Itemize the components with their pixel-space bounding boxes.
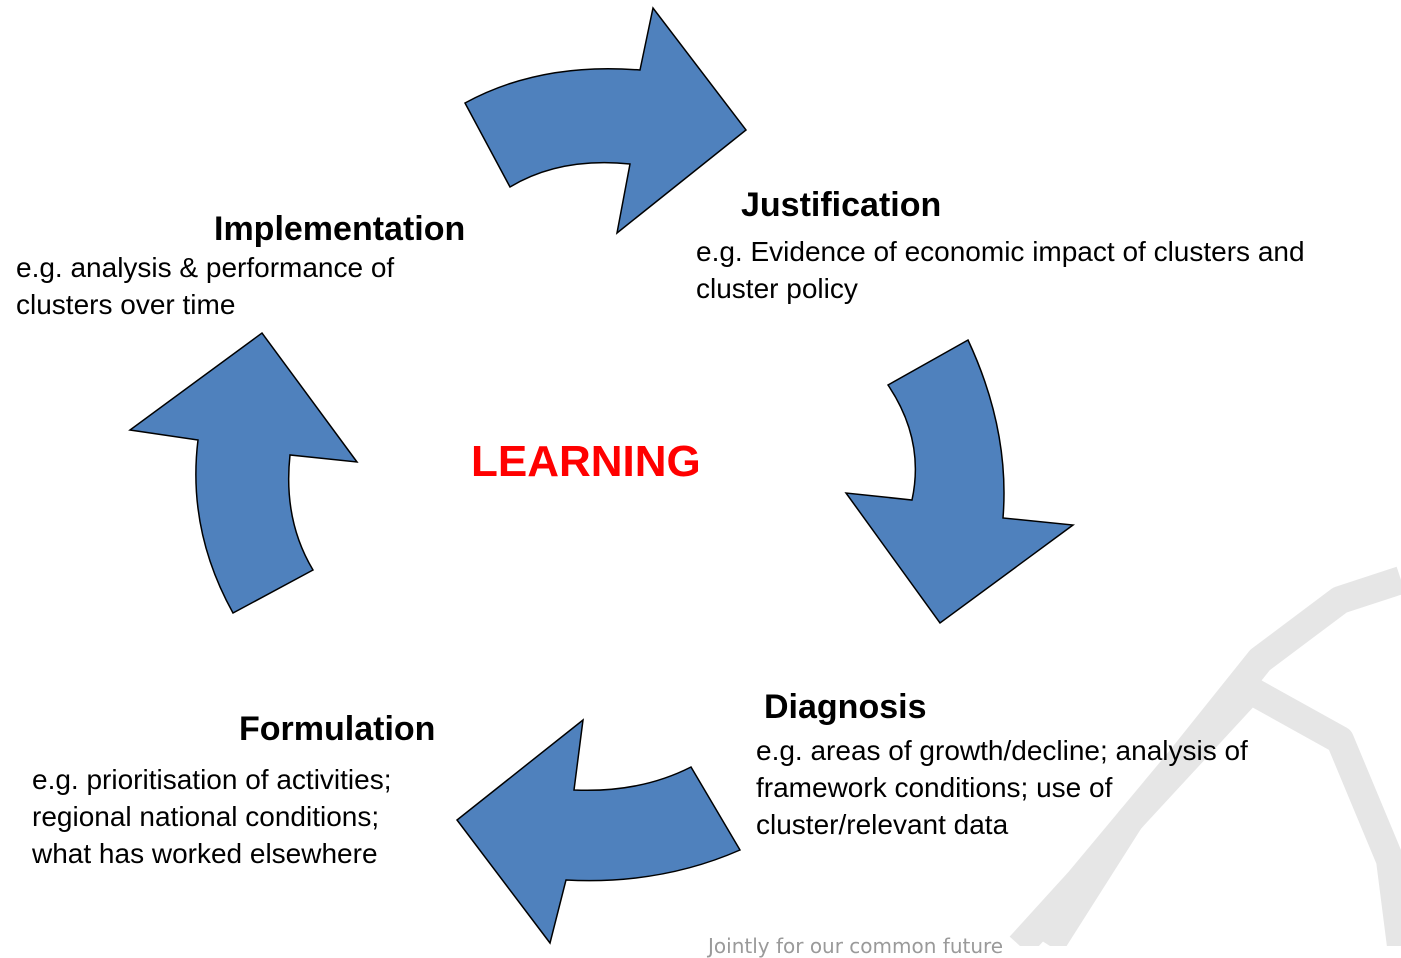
arrow-justification-to-diagnosis <box>844 338 1076 625</box>
formulation-title: Formulation <box>239 710 436 748</box>
formulation-description: e.g. prioritisation of activities; regio… <box>32 764 392 869</box>
watermark-inner-shape <box>1038 676 1401 946</box>
arrow-implementation-to-justification <box>463 6 748 235</box>
watermark-logo <box>1009 566 1401 946</box>
arrow-diagnosis-to-formulation <box>455 718 742 945</box>
implementation-description: e.g. analysis & performance of clusters … <box>16 252 395 320</box>
center-label-learning: LEARNING <box>471 437 701 486</box>
implementation-title: Implementation <box>214 210 466 248</box>
arrow-formulation-to-implementation <box>128 331 359 615</box>
justification-title: Justification <box>741 186 942 224</box>
justification-description: e.g. Evidence of economic impact of clus… <box>696 236 1305 304</box>
diagnosis-title: Diagnosis <box>764 688 927 726</box>
diagnosis-description: e.g. areas of growth/decline; analysis o… <box>756 735 1248 840</box>
footer-slogan: Jointly for our common future <box>708 934 1004 958</box>
